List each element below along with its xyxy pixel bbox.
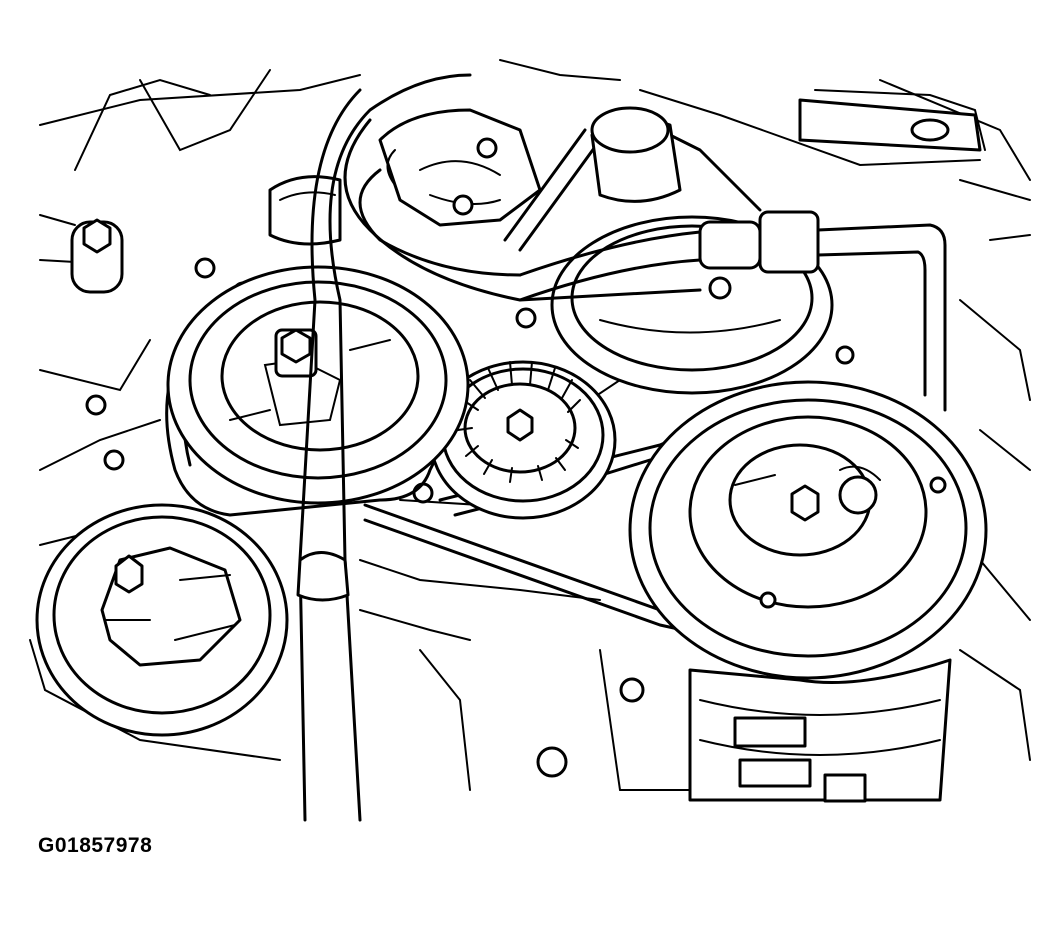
bolt bbox=[87, 396, 105, 414]
crankshaft-pulley bbox=[630, 382, 986, 678]
bolt bbox=[538, 748, 566, 776]
bolt bbox=[116, 556, 142, 592]
bolt bbox=[196, 259, 214, 277]
bolt bbox=[517, 309, 535, 327]
bolt bbox=[621, 679, 643, 701]
alternator-housing bbox=[270, 177, 340, 244]
tensioner-pulley bbox=[431, 362, 615, 518]
mounting-bracket bbox=[800, 100, 980, 150]
crankshaft-body bbox=[620, 660, 950, 801]
idler-pulley-lower bbox=[37, 505, 287, 735]
idler-pulley-upper bbox=[168, 267, 468, 503]
bolt bbox=[72, 220, 122, 292]
bolt bbox=[792, 486, 818, 520]
bracket-top bbox=[380, 110, 540, 225]
coolant-hose bbox=[298, 75, 700, 820]
bolt bbox=[282, 330, 310, 362]
bolt bbox=[837, 347, 853, 363]
engine-belt-drawing bbox=[0, 0, 1044, 829]
bolt bbox=[105, 451, 123, 469]
pressure-line bbox=[520, 100, 980, 410]
bolt bbox=[508, 410, 532, 440]
figure-id-caption: G01857978 bbox=[38, 834, 153, 857]
bolt bbox=[414, 484, 432, 502]
